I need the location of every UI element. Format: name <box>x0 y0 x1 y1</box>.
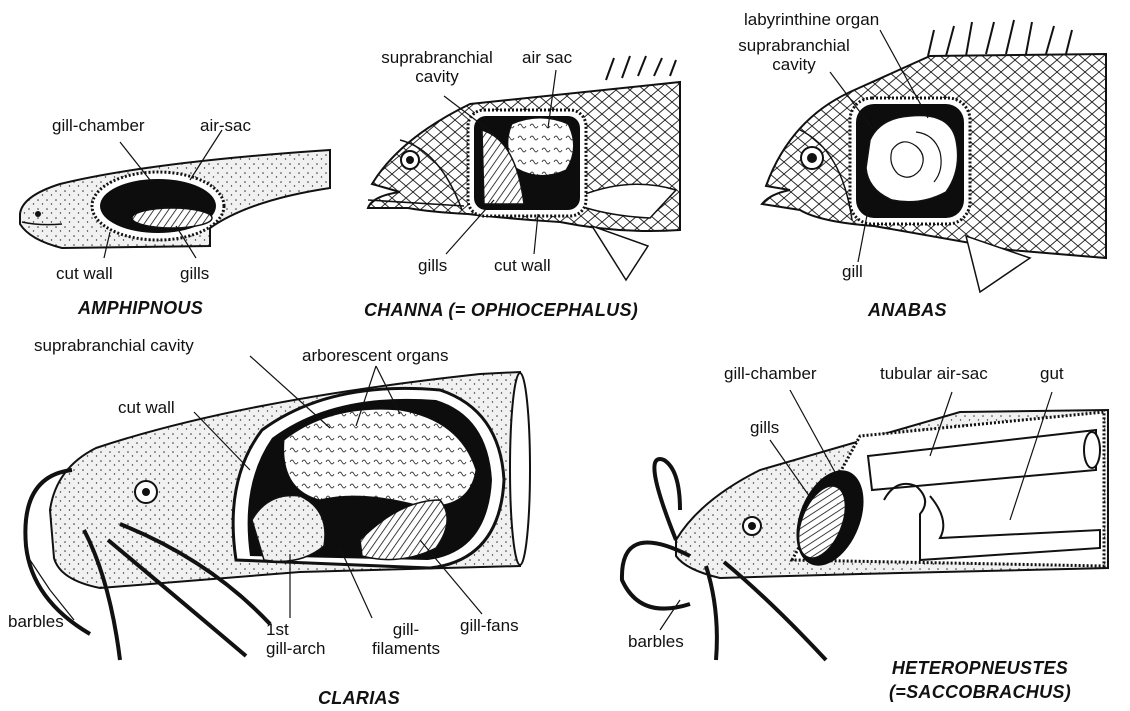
channa-pelvic-fin <box>592 226 648 280</box>
anabas-label-gill: gill <box>842 262 863 281</box>
clarias-tail-end <box>510 373 530 565</box>
amphipnous-gills <box>132 208 212 228</box>
heteropneustes-barbel-2 <box>622 543 690 609</box>
amphipnous-drawing <box>20 130 330 258</box>
amphipnous-title: AMPHIPNOUS <box>78 298 203 319</box>
heteropneustes-barbel-3 <box>706 566 717 660</box>
clarias-drawing <box>25 356 530 660</box>
heteropneustes-barbel-1 <box>654 459 680 540</box>
anabas-label-labyrinthine: labyrinthine organ <box>744 10 879 29</box>
clarias-label-gill-filaments: gill- filaments <box>356 620 456 658</box>
anabas-labyrinthine-organ <box>866 116 958 202</box>
anabas-label-suprabranchial: suprabranchial cavity <box>714 36 874 74</box>
heteropneustes-label-gut: gut <box>1040 364 1064 383</box>
heteropneustes-title: HETEROPNEUSTES (=SACCOBRACHUS) <box>850 656 1110 704</box>
amphipnous-eye-icon <box>35 211 41 217</box>
heteropneustes-label-gills: gills <box>750 418 779 437</box>
clarias-title: CLARIAS <box>318 688 400 709</box>
channa-drawing <box>368 56 680 280</box>
anabas-dorsal-spines <box>928 20 1072 56</box>
amphipnous-label-gill-chamber: gill-chamber <box>52 116 145 135</box>
channa-air-sac <box>508 118 574 176</box>
channa-label-suprabranchial: suprabranchial cavity <box>352 48 522 86</box>
clarias-label-gill-arch: 1st gill-arch <box>266 620 326 658</box>
clarias-label-arborescent: arborescent organs <box>302 346 448 365</box>
channa-dorsal-fin <box>606 56 676 80</box>
clarias-label-cut-wall: cut wall <box>118 398 175 417</box>
channa-label-cut-wall: cut wall <box>494 256 551 275</box>
clarias-label-barbles: barbles <box>8 612 64 631</box>
channa-label-air-sac: air sac <box>522 48 572 67</box>
channa-title: CHANNA (= OPHIOCEPHALUS) <box>364 300 638 321</box>
heteropneustes-drawing <box>622 390 1108 660</box>
amphipnous-label-air-sac: air-sac <box>200 116 251 135</box>
channa-label-gills: gills <box>418 256 447 275</box>
amphipnous-label-cut-wall: cut wall <box>56 264 113 283</box>
clarias-gill-arch <box>252 496 325 562</box>
heteropneustes-label-barbles: barbles <box>628 632 684 651</box>
heteropneustes-label-gill-chamber: gill-chamber <box>724 364 817 383</box>
anabas-title: ANABAS <box>868 300 947 321</box>
clarias-label-suprabranchial-cavity: suprabranchial cavity <box>34 336 194 355</box>
clarias-label-gill-fans: gill-fans <box>460 616 519 635</box>
heteropneustes-label-tubular-air-sac: tubular air-sac <box>880 364 988 383</box>
amphipnous-label-gills: gills <box>180 264 209 283</box>
